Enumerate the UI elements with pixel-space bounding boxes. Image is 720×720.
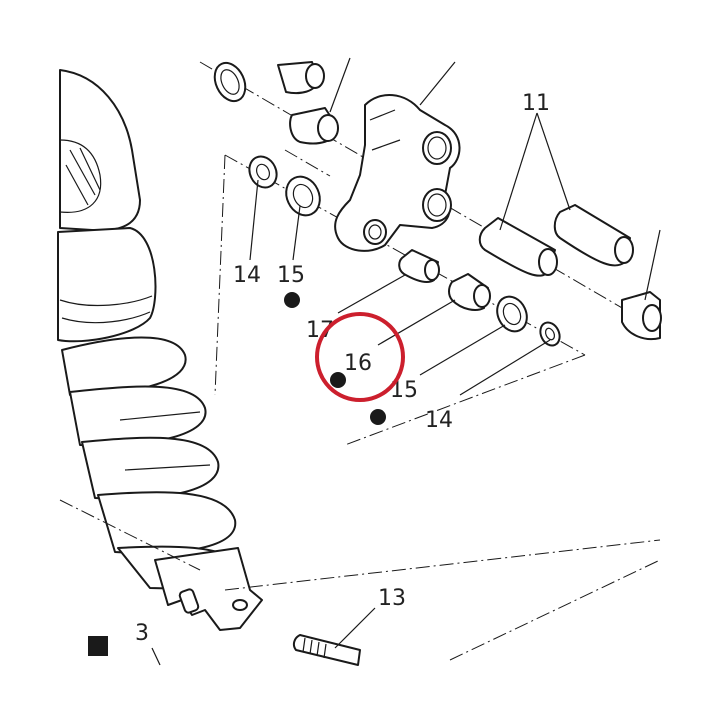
callout-16: 16	[344, 351, 372, 376]
leaders-11	[499, 112, 661, 301]
marker-dot-icon	[284, 292, 300, 308]
callout-11: 11	[522, 91, 550, 116]
highlight-circle	[315, 312, 405, 402]
marker-square-icon	[88, 636, 108, 656]
markers	[88, 292, 386, 666]
callout-15-left: 15	[277, 263, 305, 288]
callout-14-left: 14	[233, 263, 261, 288]
callout-14-center: 14	[425, 408, 453, 433]
callout-3: 3	[135, 621, 149, 646]
left-seal-stack	[248, 155, 321, 261]
shock-absorber	[57, 69, 263, 631]
upper-parts	[213, 57, 351, 145]
callout-labels: 11 13 14 15 17 16 15 14 3	[135, 91, 550, 646]
marker-dot-icon	[370, 409, 386, 425]
center-parts-stack	[398, 249, 561, 347]
bolt-13	[292, 607, 376, 666]
bushings-11	[478, 204, 662, 341]
callout-13: 13	[378, 586, 406, 611]
linkage-rocker	[334, 61, 461, 252]
marker-dot-icon	[330, 372, 346, 388]
leaders-center	[337, 274, 551, 396]
